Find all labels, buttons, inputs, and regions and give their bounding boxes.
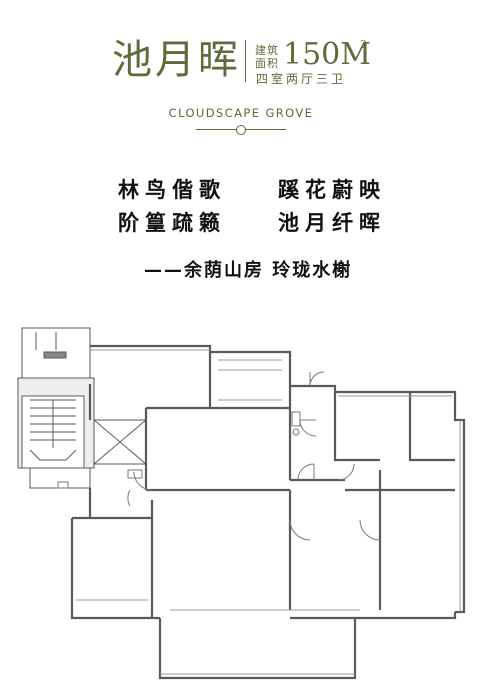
fixtures [57, 411, 301, 489]
title-divider [245, 40, 246, 82]
area-label: 建筑面积 [255, 44, 279, 70]
area-superscript: 2 [360, 38, 367, 51]
poem-line2-right: 池月纤晖 [278, 211, 386, 235]
poem-line1-right: 蹊花蔚映 [278, 178, 386, 202]
english-subtitle: CLOUDSCAPE GROVE [168, 106, 314, 120]
room-layout: 四室两厅三卫 [256, 72, 347, 86]
poem-line2-left: 阶篁疏籁 [118, 211, 226, 235]
elevator-shaft [93, 419, 147, 465]
ornament-circle-icon [236, 125, 246, 135]
project-title: 池月晖 [112, 37, 241, 83]
poem-line1-left: 林鸟偕歌 [118, 178, 226, 202]
poem-signature: ——余荫山房 玲珑水榭 [144, 260, 353, 281]
window-lines [76, 349, 461, 675]
floor-plan [17, 327, 466, 680]
stair-core [17, 327, 95, 489]
door-swings [127, 371, 381, 541]
area-value: 150M [283, 37, 371, 72]
exterior-walls [70, 344, 466, 680]
